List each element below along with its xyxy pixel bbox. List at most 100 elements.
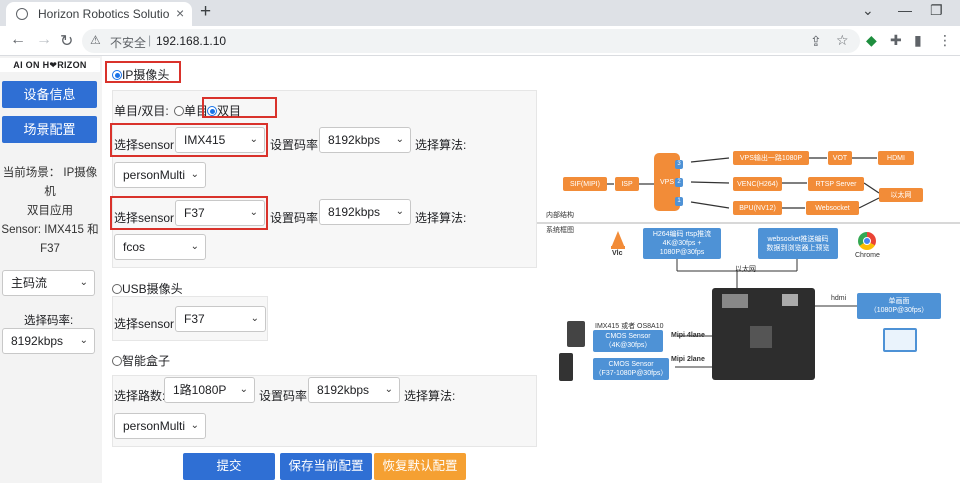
- h264-note-box: H264编码 rtsp推流 4K@30fps + 1080P@30fps: [643, 228, 721, 259]
- channels-select[interactable]: 1路1080P ⌄: [164, 377, 255, 403]
- extensions-puzzle-icon[interactable]: ✚: [890, 32, 902, 48]
- mipi-4lane-label: Mipi 4lane: [671, 332, 705, 339]
- submit-button[interactable]: 提交: [183, 453, 275, 480]
- dual-option[interactable]: 双目: [207, 102, 241, 119]
- close-tab-icon[interactable]: ×: [176, 5, 185, 21]
- smart-algo-select[interactable]: personMulti ⌄: [114, 413, 206, 439]
- smart-algo-value: personMulti: [123, 419, 186, 433]
- ethernet-label: 以太网: [735, 266, 756, 273]
- scene-config-button[interactable]: 场景配置: [2, 116, 97, 143]
- internal-structure-label: 内部结构: [546, 212, 574, 219]
- share-icon[interactable]: ⇪: [810, 33, 822, 49]
- sensor-value-2: F37: [184, 206, 205, 220]
- algo-select-2[interactable]: fcos ⌄: [114, 234, 206, 260]
- scene-line: 机: [44, 186, 56, 198]
- highlight-box: [105, 61, 181, 83]
- insecure-label: 不安全: [110, 36, 147, 50]
- sensor-label-2: 选择sensor:: [114, 211, 178, 225]
- camera-module-image-2: [559, 353, 573, 381]
- globe-icon: [16, 8, 28, 20]
- sensor-type-label: IMX415 或者 OS8A10: [595, 323, 664, 330]
- sensor-select-1[interactable]: IMX415 ⌄: [175, 127, 265, 153]
- usb-sensor-select[interactable]: F37 ⌄: [175, 306, 266, 332]
- ip-camera-option[interactable]: IP摄像头: [112, 66, 169, 83]
- forward-icon[interactable]: →: [36, 31, 52, 48]
- usb-camera-option[interactable]: USB摄像头: [112, 280, 183, 297]
- chevron-down-icon: ⌄: [249, 207, 258, 218]
- chevron-down-icon: ⌄: [79, 277, 88, 288]
- rtsp-box: RTSP Server: [808, 177, 864, 191]
- vlc-icon: [609, 230, 627, 250]
- restore-default-button[interactable]: 恢复默认配置: [374, 453, 466, 480]
- channels-label: 选择路数:: [114, 389, 166, 403]
- ip-camera-label: IP摄像头: [122, 68, 170, 82]
- board-image: [712, 288, 815, 380]
- restore-icon[interactable]: ❐: [930, 2, 943, 18]
- smart-bitrate-select[interactable]: 8192kbps ⌄: [308, 377, 400, 403]
- current-scene-info: 当前场景： IP摄像 机 双目应用 Sensor: IMX415 和 F37: [0, 164, 100, 259]
- sif-box: SIF(MIPI): [563, 177, 607, 191]
- radio-dual[interactable]: [207, 106, 217, 116]
- back-icon[interactable]: ←: [10, 31, 26, 48]
- chevron-down-icon: ⌄: [384, 384, 393, 395]
- address-bar[interactable]: ⚠ 不安全 | 192.168.1.10 ⇪ ☆: [82, 29, 860, 53]
- radio-mono[interactable]: [174, 106, 184, 116]
- scene-line: F37: [40, 243, 60, 255]
- smart-box-option[interactable]: 智能盒子: [112, 352, 170, 369]
- side-panel-icon[interactable]: ▮: [914, 32, 922, 48]
- websocket-note-box: websocket推送编码 数据到浏览器上预览: [758, 228, 838, 259]
- bitrate-label-2: 设置码率:: [270, 211, 322, 225]
- smart-box-label: 智能盒子: [122, 354, 171, 368]
- stream-select-value: 主码流: [11, 276, 48, 290]
- usb-camera-label: USB摄像头: [122, 282, 183, 296]
- algo-label-2: 选择算法:: [415, 211, 467, 225]
- algo-value-2: fcos: [123, 240, 146, 254]
- tab-search-icon[interactable]: ⌄: [862, 2, 874, 18]
- usb-sensor-label: 选择sensor:: [114, 317, 178, 331]
- system-diagram-label: 系统框图: [546, 227, 574, 234]
- bitrate-label-1: 设置码率:: [270, 138, 322, 152]
- bookmark-star-icon[interactable]: ☆: [836, 32, 849, 48]
- port-2: 2: [675, 178, 683, 187]
- venc-box: VENC(H264): [733, 177, 782, 191]
- sidebar-bitrate-select[interactable]: 8192kbps ⌄: [2, 328, 95, 354]
- radio-ip-camera[interactable]: [112, 70, 122, 80]
- chevron-down-icon: ⌄: [239, 384, 248, 395]
- bitrate-value-2: 8192kbps: [328, 205, 381, 219]
- chevron-down-icon: ⌄: [395, 206, 404, 217]
- device-info-button[interactable]: 设备信息: [2, 81, 97, 108]
- minimize-icon[interactable]: —: [898, 2, 912, 18]
- new-tab-icon[interactable]: +: [200, 1, 212, 22]
- hdmi-label: hdmi: [831, 295, 847, 302]
- tab-title: Horizon Robotics Solutions De: [38, 7, 170, 21]
- radio-smart-box[interactable]: [112, 356, 122, 366]
- sidebar: AI ON H❤RIZON 设备信息 场景配置 当前场景： IP摄像 机 双目应…: [0, 56, 102, 483]
- sidebar-bitrate-value: 8192kbps: [11, 334, 64, 348]
- radio-usb-camera[interactable]: [112, 284, 122, 294]
- algo-select-1[interactable]: personMulti ⌄: [114, 162, 206, 188]
- evernote-extension-icon[interactable]: ◆: [866, 32, 877, 48]
- sensor-select-2[interactable]: F37 ⌄: [175, 200, 265, 226]
- bitrate-value-1: 8192kbps: [328, 133, 381, 147]
- chevron-down-icon: ⌄: [250, 313, 259, 324]
- sensor-value-1: IMX415: [184, 133, 226, 147]
- stream-select[interactable]: 主码流 ⌄: [2, 270, 95, 296]
- save-config-button[interactable]: 保存当前配置: [280, 453, 372, 480]
- isp-box: ISP: [615, 177, 639, 191]
- chrome-icon: [858, 232, 876, 250]
- smart-algo-label: 选择算法:: [404, 389, 456, 403]
- sensor-label-1: 选择sensor:: [114, 138, 178, 152]
- browser-tab[interactable]: Horizon Robotics Solutions De ×: [6, 2, 192, 26]
- mono-dual-label: 单目/双目:: [114, 104, 169, 118]
- menu-kebab-icon[interactable]: ⋮: [938, 32, 952, 48]
- port-3: 3: [675, 160, 683, 169]
- chevron-down-icon: ⌄: [249, 134, 258, 145]
- algo-label-1: 选择算法:: [415, 138, 467, 152]
- bitrate-select-2[interactable]: 8192kbps ⌄: [319, 199, 411, 225]
- monitor-icon: [883, 328, 917, 352]
- chevron-down-icon: ⌄: [190, 420, 199, 431]
- reload-icon[interactable]: ↻: [60, 33, 74, 50]
- port-1: 1: [675, 197, 683, 206]
- scene-line: 双目应用: [27, 205, 73, 217]
- bitrate-select-1[interactable]: 8192kbps ⌄: [319, 127, 411, 153]
